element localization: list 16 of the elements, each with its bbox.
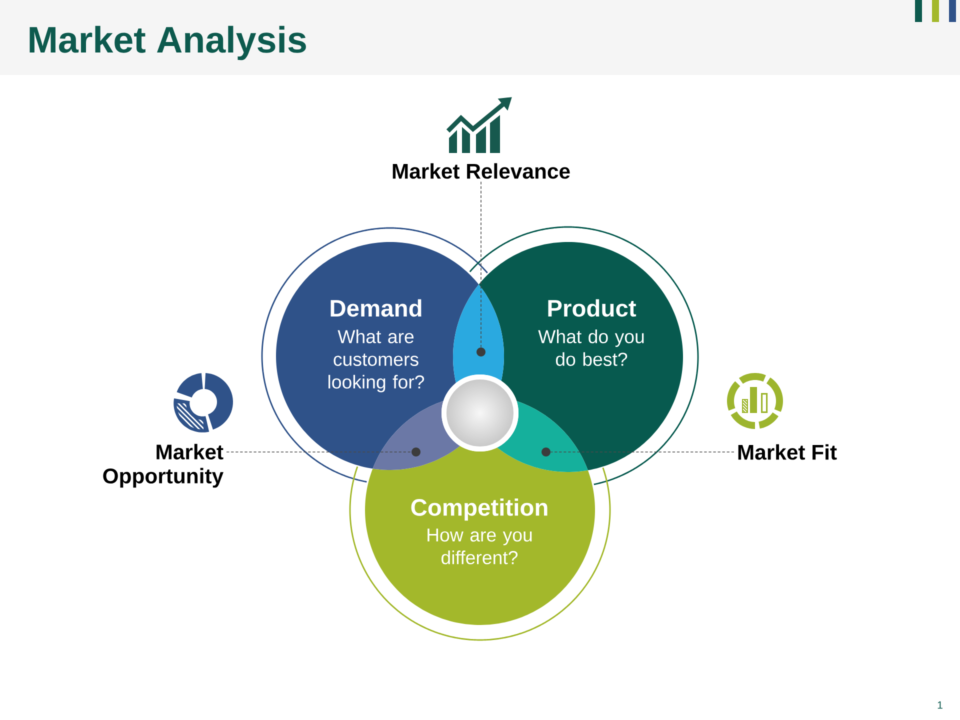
leader-dot xyxy=(412,448,420,456)
body-text: What do you do best? xyxy=(538,330,644,366)
heading: Product xyxy=(548,299,636,317)
page-number: 1 xyxy=(938,701,942,709)
label-text: Market Relevance xyxy=(392,163,570,179)
label-text: Market Opportunity xyxy=(103,444,224,488)
label-text: Market Fit xyxy=(738,444,837,460)
leader-dot xyxy=(476,348,486,356)
title: Market Analysis xyxy=(30,26,306,60)
heading: Demand xyxy=(330,299,422,317)
heading: Competition xyxy=(411,498,548,521)
body-text: How are you different? xyxy=(428,528,532,564)
center-circle xyxy=(442,374,518,452)
body-text: What are customers looking for? xyxy=(328,330,424,392)
leader-dot xyxy=(542,448,550,456)
leader-line xyxy=(480,181,482,348)
